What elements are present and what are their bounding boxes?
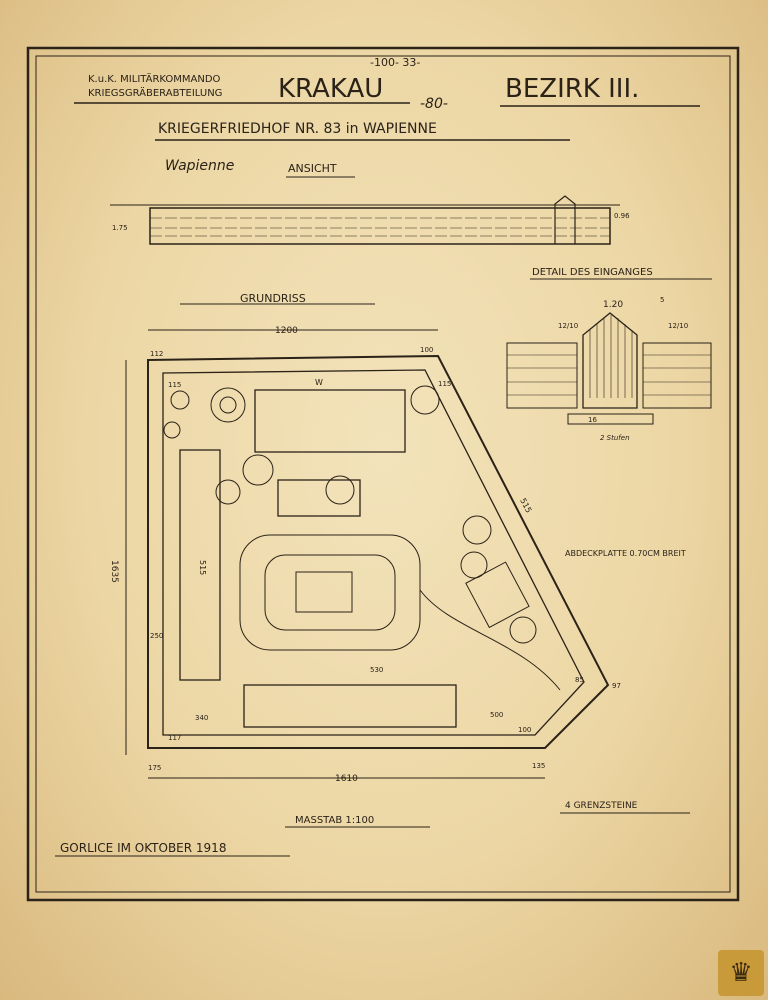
place-date: GORLICE IM OKTOBER 1918 <box>60 841 226 855</box>
authority-line2: KRIEGSGRÄBERABTEILUNG <box>88 86 222 99</box>
entrance-detail: DETAIL DES EINGANGES 1.20 12/10 12/10 5 … <box>506 267 712 442</box>
detail-label: DETAIL DES EINGANGES <box>532 267 653 278</box>
handwritten-place: Wapienne <box>165 158 234 174</box>
cover-plate-note: ABDECKPLATTE 0.70CM BREIT <box>565 549 686 558</box>
double-eagle-emblem-icon: ♛ <box>718 950 764 996</box>
svg-text:2 Stufen: 2 Stufen <box>600 434 630 442</box>
scale-note: MASSTAB 1:100 <box>295 815 374 826</box>
svg-text:117: 117 <box>168 734 181 742</box>
svg-text:85: 85 <box>575 676 584 684</box>
authority-line1: K.u.K. MILITÄRKOMMANDO <box>88 72 221 85</box>
cemetery-title: KRIEGERFRIEDHOF NR. 83 in WAPIENNE <box>158 121 437 137</box>
svg-text:530: 530 <box>370 666 383 674</box>
svg-text:100: 100 <box>420 346 433 354</box>
district-name: BEZIRK III. <box>505 74 639 104</box>
ground-plan: 1200 1635 1610 W 112 100 115 115 175 135… <box>109 326 621 784</box>
svg-text:1.75: 1.75 <box>112 224 128 232</box>
svg-text:16: 16 <box>588 416 597 424</box>
city-name: KRAKAU <box>278 74 383 104</box>
svg-text:12/10: 12/10 <box>668 322 688 330</box>
svg-text:1200: 1200 <box>275 326 298 336</box>
svg-text:0.96: 0.96 <box>614 212 630 220</box>
inner-border <box>35 55 731 893</box>
sheet-border <box>26 46 740 902</box>
svg-text:135: 135 <box>532 762 545 770</box>
plan-label: GRUNDRISS <box>240 292 306 305</box>
svg-text:1.20: 1.20 <box>603 300 623 310</box>
svg-text:112: 112 <box>150 350 163 358</box>
svg-text:515: 515 <box>198 560 207 575</box>
svg-text:97: 97 <box>612 682 621 690</box>
svg-text:100: 100 <box>518 726 531 734</box>
svg-text:115: 115 <box>168 381 181 389</box>
svg-text:5: 5 <box>660 296 664 304</box>
svg-text:175: 175 <box>148 764 161 772</box>
svg-text:W: W <box>315 378 323 387</box>
svg-text:515: 515 <box>518 497 533 515</box>
boundary-stones-note: 4 GRENZSTEINE <box>565 801 638 811</box>
top-number: -100- 33- <box>370 56 420 69</box>
svg-text:340: 340 <box>195 714 208 722</box>
svg-text:12/10: 12/10 <box>558 322 578 330</box>
svg-text:250: 250 <box>150 632 163 640</box>
elevation-label: ANSICHT <box>288 162 337 175</box>
elevation-wall: 1.75 0.96 <box>110 195 630 245</box>
svg-text:1610: 1610 <box>335 774 358 784</box>
handwritten-number: -80- <box>420 96 448 112</box>
svg-text:1635: 1635 <box>109 560 119 583</box>
svg-text:500: 500 <box>490 711 503 719</box>
svg-text:115: 115 <box>438 380 451 388</box>
